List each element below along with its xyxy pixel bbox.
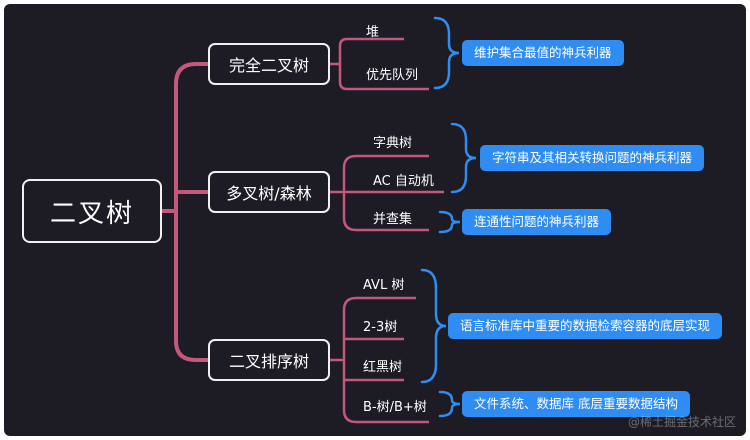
leaf-priority-queue[interactable]: 优先队列 [366, 68, 419, 83]
link-leaf-pq [338, 81, 429, 91]
branch-3-spine [342, 296, 357, 424]
root-label: 二叉树 [49, 198, 134, 229]
leaf-trie[interactable]: 字典树 [373, 136, 413, 151]
branch-node-multiway-tree-forest[interactable]: 多叉树/森林 [208, 171, 330, 213]
leaf-heap[interactable]: 堆 [366, 25, 380, 40]
link-branch-3 [174, 82, 210, 362]
callout-extremum: 维护集合最值的神兵利器 [462, 40, 624, 66]
watermark: @稀土掘金技术社区 [627, 415, 736, 429]
leaf-avl-tree[interactable]: AVL 树 [363, 278, 405, 293]
callout-string: 字符串及其相关转换问题的神兵利器 [480, 145, 705, 171]
brace-1 [433, 16, 460, 90]
link-branch-1-top [174, 62, 210, 86]
brace-2 [450, 122, 477, 194]
branch-node-complete-binary-tree[interactable]: 完全二叉树 [208, 43, 330, 85]
brace-5 [438, 390, 461, 418]
leaf-b-tree[interactable]: B-树/B+树 [363, 400, 427, 415]
branch-3-connectors [330, 296, 429, 424]
branch-label: 多叉树/森林 [226, 184, 312, 203]
branch-node-binary-search-tree[interactable]: 二叉排序树 [208, 339, 330, 381]
connector-layer [160, 16, 477, 424]
callout-filesystem-db: 文件系统、数据库 底层重要数据结构 [462, 391, 690, 417]
leaf-2-3-tree[interactable]: 2-3树 [363, 320, 398, 335]
root-connectors [160, 62, 210, 362]
brace-3 [438, 210, 461, 234]
root-node[interactable]: 二叉树 [22, 179, 162, 243]
mind-map-canvas: 二叉树 完全二叉树 多叉树/森林 二叉排序树 堆 优先队列 字典树 AC 自动机… [4, 4, 746, 436]
callout-std-container: 语言标准库中重要的数据检索容器的底层实现 [448, 313, 723, 339]
branch-label: 二叉排序树 [228, 352, 309, 371]
leaf-ac-automaton[interactable]: AC 自动机 [373, 174, 434, 189]
callout-connectivity: 连通性问题的神兵利器 [462, 209, 612, 235]
link-leaf-heap [338, 37, 404, 47]
branch-2-connectors [330, 154, 444, 232]
branch-1-connectors [330, 37, 429, 91]
leaf-red-black-tree[interactable]: 红黑树 [363, 360, 403, 375]
branch-label: 完全二叉树 [228, 56, 309, 75]
leaf-union-find[interactable]: 并查集 [373, 212, 413, 227]
brace-4 [420, 268, 447, 384]
brace-group [420, 16, 477, 418]
